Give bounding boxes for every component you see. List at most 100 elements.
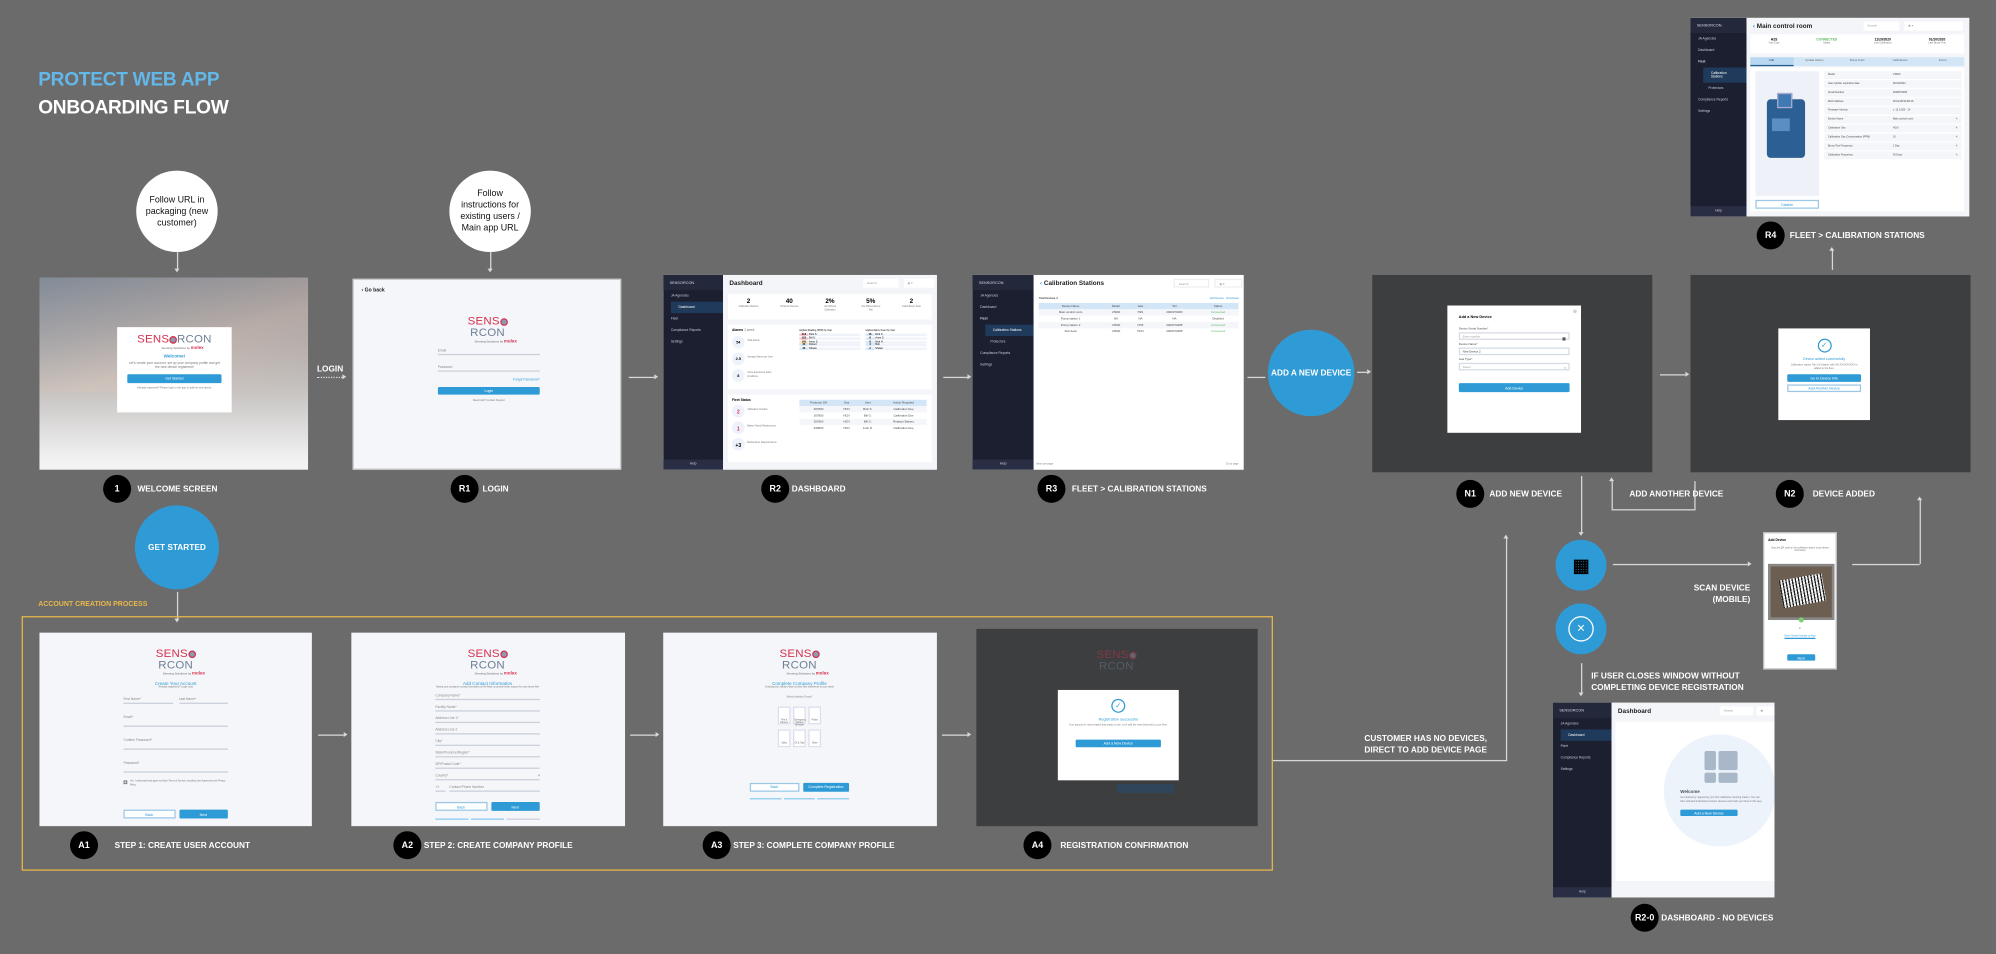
nav-settings[interactable]: Settings	[980, 362, 993, 367]
nav-fleet[interactable]: Fleet	[1698, 59, 1706, 64]
back-button[interactable]: Back	[435, 802, 487, 812]
phone-field[interactable]: Contact Phone Number	[449, 786, 540, 793]
nav-dashboard[interactable]: Dashboard	[1698, 48, 1715, 53]
edit-icon[interactable]: ✎	[1955, 145, 1958, 148]
search-input[interactable]: Search	[1173, 278, 1210, 288]
industry-oil-gas[interactable]: Oil & Gas	[793, 729, 806, 747]
download-button[interactable]: Download	[1226, 297, 1239, 301]
nav-dashboard[interactable]: Dashboard	[980, 305, 997, 310]
search-input[interactable]: Search	[863, 278, 899, 288]
login-button[interactable]: Login	[437, 387, 540, 396]
nav-settings[interactable]: Settings	[1560, 767, 1573, 772]
close-circle-icon[interactable]: ×	[1555, 603, 1607, 655]
user-menu[interactable]: ◉ ▾	[1904, 21, 1963, 31]
login-link[interactable]: Already registered? Please login to the …	[137, 386, 212, 390]
get-started-button[interactable]: Get Started	[127, 374, 222, 383]
industry-police[interactable]: Police	[808, 706, 822, 725]
nav-compliance-reports[interactable]: Compliance Reports	[670, 328, 701, 333]
support-link[interactable]: Need help? Contact Support	[472, 400, 505, 403]
items-per-page[interactable]: Items per page	[1036, 462, 1054, 466]
next-button[interactable]: Next	[178, 810, 228, 820]
tab-update-history[interactable]: Update History	[1805, 59, 1824, 63]
nav-compliance-reports[interactable]: Compliance Reports	[1698, 98, 1729, 102]
nav-protectors[interactable]: Protectors	[990, 339, 1006, 344]
edit-icon[interactable]: ✎	[1955, 118, 1958, 121]
country-select[interactable]: Country*▾	[435, 774, 540, 781]
edit-icon[interactable]: ✎	[1955, 154, 1958, 157]
password-field[interactable]: Password*	[123, 762, 228, 774]
help-button[interactable]: Help	[663, 459, 724, 470]
address-line-1-field[interactable]: Address Line 1*	[435, 717, 540, 724]
user-menu[interactable]: ◉ ▾	[903, 278, 935, 288]
edit-icon[interactable]: ✎	[1955, 136, 1958, 139]
add-new-device-button[interactable]: Add a New Device	[1680, 809, 1738, 816]
help-button[interactable]: Help	[1553, 887, 1612, 898]
qr-code-icon[interactable]: ▦	[1555, 539, 1607, 591]
nav-fleet[interactable]: Fleet	[1560, 744, 1569, 749]
nav-settings[interactable]: Settings	[1698, 109, 1711, 114]
state-field[interactable]: State/Province/Region*	[435, 752, 540, 758]
nav-fleet[interactable]: Fleet	[670, 316, 679, 321]
first-name-field[interactable]: First Name*	[123, 698, 173, 705]
help-button[interactable]: Help	[1690, 206, 1747, 217]
industry-other[interactable]: Other	[808, 729, 822, 747]
industry-fire-rescue[interactable]: Fire & Rescue	[777, 706, 791, 725]
close-icon[interactable]: ⊗	[1572, 308, 1578, 315]
email-field[interactable]: Email	[437, 349, 540, 356]
disable-button[interactable]: Disable	[1755, 199, 1820, 209]
next-button[interactable]: Next	[490, 802, 540, 812]
help-button[interactable]: Help	[972, 459, 1034, 470]
nav-protectors[interactable]: Protectors	[1708, 86, 1724, 91]
nav-compliance-reports[interactable]: Compliance Reports	[1560, 756, 1591, 760]
tab-bump-tests[interactable]: Bump Tests	[1849, 59, 1865, 63]
nav-calibration-stations[interactable]: Calibration Stations	[1703, 67, 1747, 83]
add-device-button[interactable]: Add Device	[1209, 297, 1224, 301]
facility-name-field[interactable]: Facility Name*	[435, 706, 540, 713]
next-button[interactable]: Next	[1787, 654, 1816, 661]
confirm-password-field[interactable]: Confirm Password*	[123, 739, 228, 751]
search-input[interactable]: Search	[1719, 706, 1753, 716]
add-new-device-action[interactable]: ADD A NEW DEVICE	[1267, 329, 1355, 417]
go-back-link[interactable]: ‹ Go back	[361, 286, 385, 293]
back-button[interactable]: Back	[123, 810, 176, 820]
edit-icon[interactable]: ✎	[1955, 127, 1958, 130]
tab-info[interactable]: Info	[1750, 57, 1794, 67]
terms-checkbox[interactable]	[123, 780, 128, 785]
tab-calibrations[interactable]: Calibrations	[1892, 59, 1908, 63]
password-field[interactable]: Password	[437, 365, 540, 372]
add-another-device-button[interactable]: Add Another Device	[1787, 384, 1862, 393]
device-name-input[interactable]: New Device 2	[1458, 347, 1570, 356]
zip-field[interactable]: ZIP/Postal Code*	[435, 763, 540, 770]
industry-ems[interactable]: Emergency Medical Services	[793, 706, 806, 727]
country-code-select[interactable]: +1	[435, 786, 446, 793]
get-started-action[interactable]: GET STARTED	[134, 505, 219, 590]
user-menu[interactable]: ◉	[1756, 706, 1775, 716]
address-line-2-field[interactable]: Address Line 2	[435, 729, 540, 736]
nav-compliance-reports[interactable]: Compliance Reports	[980, 351, 1011, 356]
go-to-device-info-button[interactable]: Go to Device Info	[1787, 374, 1862, 383]
gas-type-select[interactable]: Select▾	[1458, 362, 1570, 371]
nav-dashboard[interactable]: Dashboard	[1560, 729, 1612, 741]
city-field[interactable]: City*	[435, 740, 540, 747]
nav-settings[interactable]: Settings	[670, 339, 683, 344]
serial-number-input[interactable]: Enter number▦	[1458, 332, 1570, 341]
back-button[interactable]: Back	[749, 782, 799, 792]
last-name-field[interactable]: Last Name*	[178, 698, 228, 705]
forgot-password-link[interactable]: Forgot Password?	[512, 378, 540, 382]
tab-errors[interactable]: Errors	[1938, 59, 1947, 63]
login-now-link[interactable]: Already registered? Login now	[158, 686, 193, 689]
add-new-device-button[interactable]: Add a New Device	[1075, 739, 1161, 747]
nav-calibration-stations[interactable]: Calibration Stations	[985, 324, 1034, 337]
go-to-page[interactable]: Go to page	[1225, 462, 1239, 466]
company-name-field[interactable]: Company Name*	[435, 694, 540, 701]
complete-registration-button[interactable]: Complete Registration	[802, 782, 850, 792]
email-field[interactable]: Email*	[123, 716, 228, 728]
